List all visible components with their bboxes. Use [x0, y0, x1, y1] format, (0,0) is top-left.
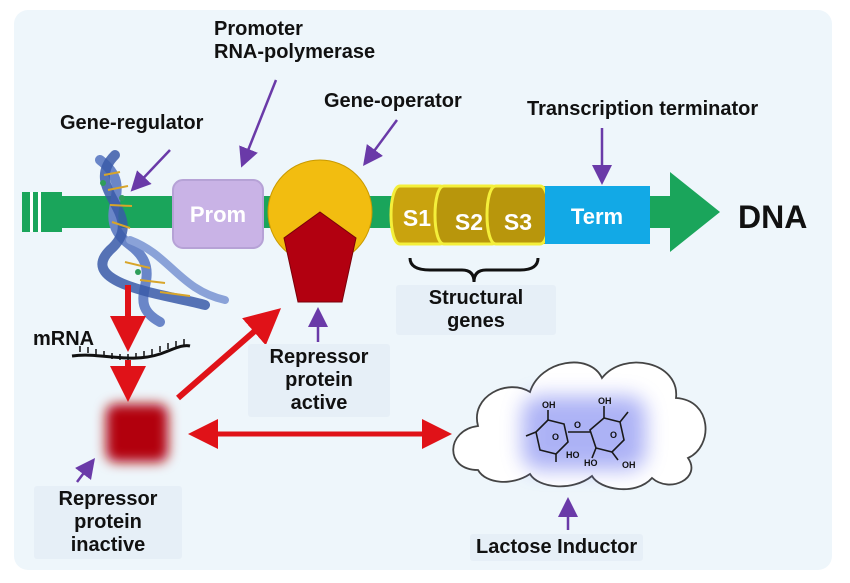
prom-segment: Prom — [172, 179, 264, 249]
dna-arrow-head — [670, 172, 720, 252]
pointer-arrows — [75, 79, 612, 530]
repressor-active-label: Repressor protein active — [248, 344, 390, 417]
structural-label-line2: genes — [447, 310, 505, 332]
repressor-inactive-label: Repressor protein inactive — [34, 486, 182, 559]
promoter-label-line1: Promoter — [214, 18, 303, 40]
prom-label: Prom — [190, 202, 246, 227]
repressor-active-shape — [283, 211, 357, 303]
molecule-ho-2: HO — [584, 458, 598, 468]
structural-genes-label: Structural genes — [396, 285, 556, 335]
repressor-active-line3: active — [290, 392, 348, 414]
molecule-oh-1: OH — [542, 400, 556, 410]
repressor-active-line1: Repressor — [269, 346, 369, 368]
promoter-label-line2: RNA-polymerase — [214, 41, 376, 63]
molecule-oh-2: OH — [598, 396, 612, 406]
repressor-active-line2: protein — [285, 369, 353, 391]
pointer-gene-operator — [363, 119, 399, 167]
red-arrow-to-active-repressor — [176, 308, 282, 401]
molecule-o-3: O — [610, 430, 617, 440]
s2-label: S2 — [455, 209, 483, 235]
lactose-molecule-icon: OH OH HO HO OH O O O — [522, 396, 646, 470]
term-label: Term — [571, 204, 623, 229]
repressor-inactive-shape — [106, 404, 168, 462]
dna-label: DNA — [738, 199, 808, 235]
repressor-inactive-line2: protein — [74, 511, 142, 533]
molecule-o-1: O — [574, 420, 581, 430]
gene-regulator-label: Gene-regulator — [60, 112, 204, 134]
s3-label: S3 — [504, 209, 532, 235]
promoter-label: Promoter RNA-polymerase — [214, 18, 375, 64]
s1-label: S1 — [403, 205, 431, 231]
structural-genes: S1 S2 S3 — [389, 184, 551, 246]
mrna-label: mRNA — [33, 328, 95, 350]
term-segment: Term — [545, 186, 650, 244]
repressor-inactive-line3: inactive — [70, 534, 146, 556]
pointer-promoter — [239, 79, 278, 168]
transcription-terminator-label: Transcription terminator — [527, 98, 759, 120]
molecule-o-2: O — [552, 432, 559, 442]
molecule-oh-3: OH — [622, 460, 636, 470]
dna-helix-icon — [95, 150, 229, 327]
pointer-gene-regulator — [130, 149, 171, 192]
structural-brace — [408, 257, 540, 283]
pointer-repressor-inactive — [75, 458, 95, 483]
mrna-strand — [71, 339, 191, 360]
repressor-inactive-line1: Repressor — [58, 488, 158, 510]
structural-label-line1: Structural — [428, 287, 524, 309]
lactose-inductor-label: Lactose Inductor — [470, 534, 644, 561]
red-arrows — [110, 285, 452, 449]
gene-operator-label: Gene-operator — [324, 90, 462, 112]
molecule-ho-1: HO — [566, 450, 580, 460]
